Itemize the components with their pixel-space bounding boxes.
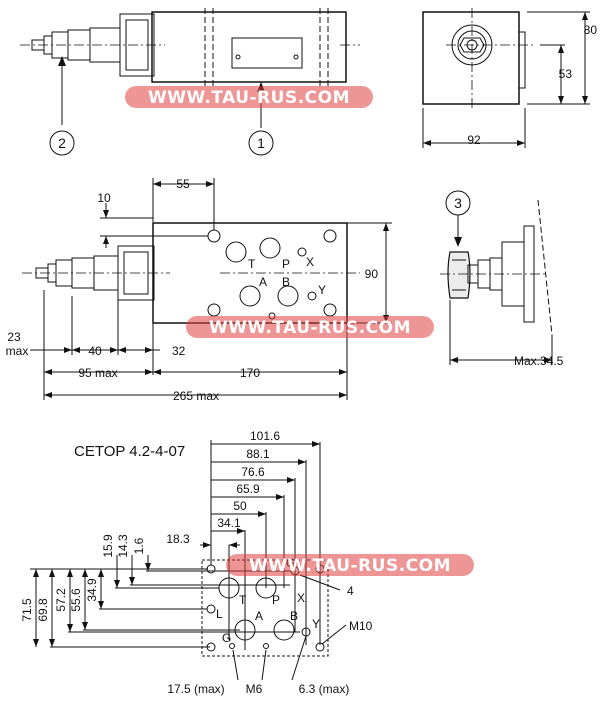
cetop-m10: M10	[349, 619, 373, 633]
cetop-port-B: B	[290, 609, 298, 623]
cetop-dim-50: 50	[233, 499, 247, 513]
cetop-dim-88-1: 88.1	[246, 447, 270, 461]
dim-40: 40	[88, 344, 102, 358]
cetop-dim-55-6: 55.6	[69, 588, 83, 612]
side-view	[422, 8, 590, 148]
cetop-dim-15-9: 15.9	[101, 534, 115, 558]
cetop-dim-65-9: 65.9	[236, 482, 260, 496]
middle-front-dimensions	[30, 178, 392, 400]
port-A: A	[259, 275, 267, 289]
callout-1-label: 1	[257, 135, 265, 151]
cetop-dim-76-6: 76.6	[241, 465, 265, 479]
dim-23-unit: max	[6, 344, 29, 358]
cetop-dim-69-8: 69.8	[36, 598, 50, 622]
cetop-port-Y: Y	[312, 617, 320, 631]
dim-265max: 265 max	[173, 389, 219, 403]
svg-text:WWW.TAU-RUS.COM: WWW.TAU-RUS.COM	[249, 556, 451, 576]
cetop-dim-1-6: 1.6	[132, 537, 146, 554]
cetop-dim-57-2: 57.2	[54, 588, 68, 612]
dim-max-34-5: Max.34.5	[514, 354, 564, 368]
callout-2-label: 2	[58, 135, 66, 151]
dim-53: 53	[559, 67, 573, 81]
dim-80: 80	[584, 23, 598, 37]
dim-90: 90	[365, 267, 379, 281]
top-front-view	[20, 8, 360, 88]
cetop-dim-14-3: 14.3	[116, 534, 130, 558]
note-6-3max: 6.3 (max)	[299, 682, 350, 696]
callout-3-label: 3	[454, 195, 462, 211]
dim-170: 170	[240, 366, 260, 380]
middle-front-view	[22, 222, 360, 324]
port-P: P	[282, 257, 290, 271]
dim-23: 23	[7, 330, 21, 344]
cetop-dim-4: 4	[347, 584, 354, 598]
cetop-dim-34-9: 34.9	[85, 578, 99, 602]
cetop-dim-101-6: 101.6	[250, 429, 280, 443]
svg-text:WWW.TAU-RUS.COM: WWW.TAU-RUS.COM	[209, 318, 411, 338]
cetop-port-G-bottom: G	[222, 631, 231, 645]
port-X: X	[306, 255, 314, 269]
cetop-title: CETOP 4.2-4-07	[74, 443, 185, 460]
cetop-dim-34-1: 34.1	[217, 516, 241, 530]
callout-2: 2	[49, 56, 75, 156]
port-B: B	[282, 275, 290, 289]
dim-32: 32	[172, 344, 186, 358]
port-T: T	[248, 257, 256, 271]
cetop-dim-71-5: 71.5	[20, 598, 34, 622]
cetop-port-P: P	[272, 593, 280, 607]
dim-10: 10	[97, 191, 111, 205]
dim-95max: 95 max	[78, 366, 117, 380]
note-17-5max: 17.5 (max)	[167, 682, 224, 696]
watermark-2: WWW.TAU-RUS.COM	[186, 316, 434, 338]
cetop-port-T: T	[239, 593, 247, 607]
cetop-port-L: L	[216, 607, 223, 621]
dim-55: 55	[176, 177, 190, 191]
cetop-port-A: A	[255, 609, 263, 623]
port-Y: Y	[318, 283, 326, 297]
watermark-1: WWW.TAU-RUS.COM	[125, 86, 373, 108]
cetop-port-X: X	[297, 591, 305, 605]
cetop-dim-18-3: 18.3	[166, 532, 190, 546]
dim-92: 92	[467, 133, 481, 147]
knob-view	[440, 190, 553, 365]
watermark-3: WWW.TAU-RUS.COM	[226, 554, 474, 576]
svg-text:WWW.TAU-RUS.COM: WWW.TAU-RUS.COM	[148, 88, 350, 108]
note-m6: M6	[246, 682, 263, 696]
